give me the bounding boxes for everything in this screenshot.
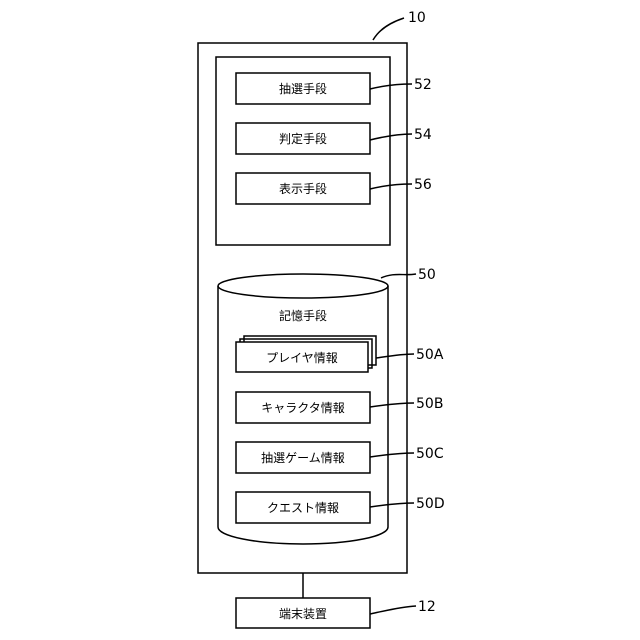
- ref-54: 54: [414, 127, 432, 143]
- leader-54: [370, 134, 412, 140]
- player-info-label: プレイヤ情報: [266, 351, 338, 365]
- storage-label: 記憶手段: [279, 308, 327, 323]
- display-unit-label: 表示手段: [279, 181, 327, 196]
- leader-10: [373, 18, 404, 40]
- lottery-unit-label: 抽選手段: [279, 81, 327, 96]
- ref-50c: 50C: [416, 446, 444, 462]
- ref-10: 10: [408, 10, 426, 26]
- leader-12: [370, 606, 416, 614]
- leader-50: [381, 274, 416, 278]
- ref-12: 12: [418, 599, 436, 615]
- ref-56: 56: [414, 177, 432, 193]
- quest-info-label: クエスト情報: [267, 501, 339, 515]
- lottery-game-info-label: 抽選ゲーム情報: [261, 451, 345, 465]
- ref-50b: 50B: [416, 396, 443, 412]
- leader-50a: [376, 354, 414, 358]
- ref-50d: 50D: [416, 496, 445, 512]
- ref-50a: 50A: [416, 347, 444, 363]
- terminal-label: 端末装置: [279, 607, 327, 621]
- ref-50: 50: [418, 267, 436, 283]
- character-info-label: キャラクタ情報: [261, 401, 345, 415]
- leader-56: [370, 184, 412, 189]
- judge-unit-label: 判定手段: [279, 131, 327, 146]
- leader-52: [370, 84, 412, 89]
- ref-52: 52: [414, 77, 432, 93]
